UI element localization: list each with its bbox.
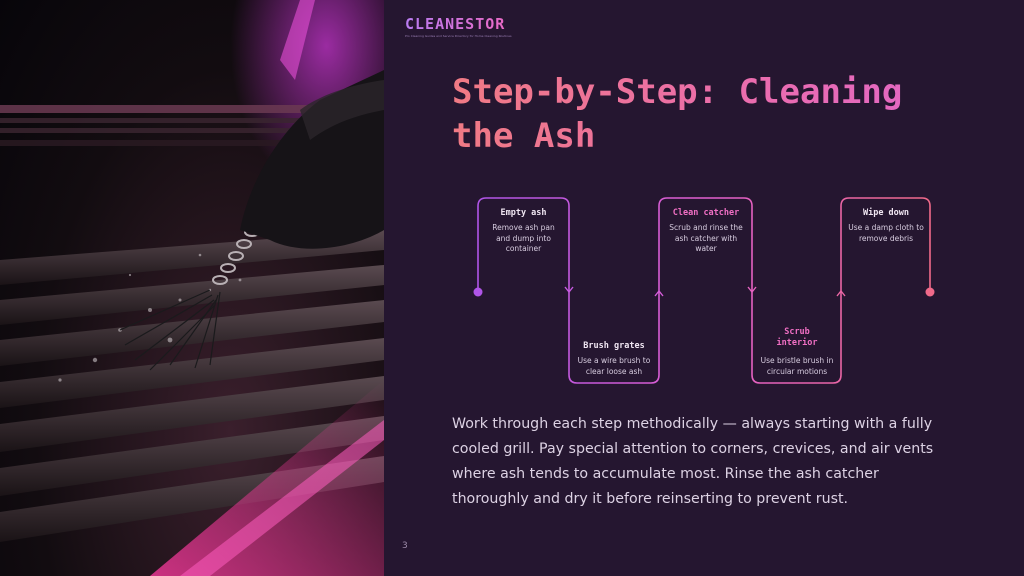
flow-start-dot	[473, 287, 483, 297]
step-desc-empty-ash: Remove ash pan and dump into container	[492, 223, 555, 253]
page-number: 3	[402, 541, 408, 551]
content-panel	[384, 0, 1024, 576]
step-desc-brush-grates: Use a wire brush to clear loose ash	[577, 356, 651, 376]
step-title-brush-grates: Brush grates	[583, 341, 645, 351]
flow-end-dot	[925, 287, 935, 297]
step-desc-clean-catcher: Scrub and rinse the ash catcher with wat…	[669, 223, 743, 253]
slide-body-text: Work through each step methodically — al…	[452, 416, 934, 507]
step-title-empty-ash: Empty ash	[500, 208, 547, 218]
grill-brush-illustration	[0, 0, 384, 576]
arrow-up-icon	[836, 289, 846, 297]
step-desc-wipe-down: Use a damp cloth to remove debris	[848, 223, 924, 243]
step-desc-scrub-interior: Use bristle brush in circular motions	[760, 356, 834, 376]
step-title-wipe-down: Wipe down	[862, 208, 910, 218]
arrow-down-icon	[564, 286, 574, 294]
step-title-scrub-interior: Scrub interior	[776, 327, 818, 348]
grill-cleaning-photo	[0, 0, 384, 576]
arrow-down-icon	[747, 286, 757, 294]
slide-title: Step-by-Step: Cleaning the Ash	[452, 70, 972, 158]
flow-connector-line	[477, 197, 931, 384]
step-title-clean-catcher: Clean catcher	[672, 208, 740, 218]
arrow-up-icon	[654, 289, 664, 297]
brand-tagline: Pro Cleaning Guides and Service Director…	[405, 34, 512, 38]
brand-logo: CLEANESTOR	[405, 15, 506, 33]
